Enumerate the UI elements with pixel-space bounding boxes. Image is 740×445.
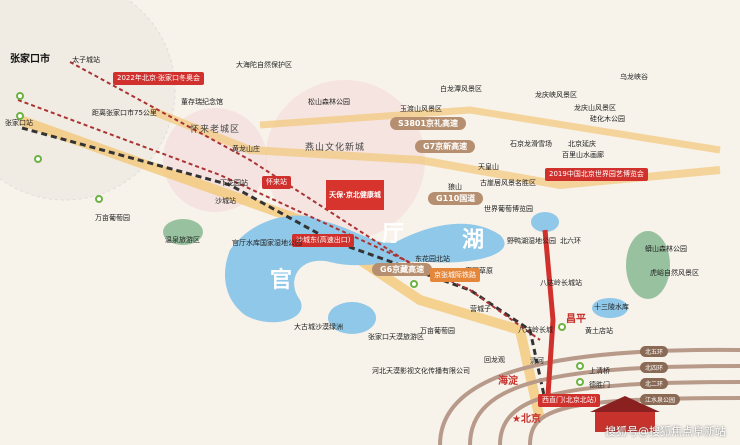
ring-2: 江水泉公园 (640, 394, 681, 405)
place-label: 董存瑞纪念馆 (181, 98, 223, 106)
station-dot (558, 323, 566, 331)
place-label: 八达岭长城站 (540, 279, 582, 287)
outer-zone (0, 0, 176, 201)
place-label: 张家口天漠旅游区 (368, 333, 424, 341)
ring-5: 北四环 (640, 362, 669, 373)
tag-xizhimen: 西直门(北京北站) (538, 394, 601, 407)
place-label: 玉渡山风景区 (400, 105, 442, 113)
place-label: 石京龙滑雪场 (510, 140, 552, 148)
place-label: 天皇山 (478, 163, 499, 171)
ring-6: 北五环 (640, 346, 669, 357)
place-label: 温泉旅游区 (165, 236, 200, 244)
place-label: 八达岭长城 (518, 326, 553, 334)
place-label: 万亩葡萄园 (95, 214, 130, 222)
place-label: 上清桥 (589, 367, 610, 375)
highway-s3801: S3801京礼高速 (390, 117, 467, 130)
place-label: 野鸭湖湿地公园 (507, 237, 556, 245)
place-label: 营城子 (470, 305, 491, 313)
station-dot (410, 280, 418, 288)
station-taizicheng: 太子城站 (72, 56, 100, 64)
zone-yanshan: 燕山文化新城 (305, 143, 366, 153)
lake-ting: 厅 (382, 221, 405, 247)
station-dot (16, 112, 24, 120)
place-label: 官厅水库国家湿地公园 (232, 239, 302, 247)
place-label: 十三陵水库 (594, 303, 629, 311)
place-label: 北六环 (560, 237, 581, 245)
district-changping: 昌平 (566, 314, 586, 325)
place-label: 乌龙峡谷 (620, 73, 648, 81)
place-label: 古崖居风景名胜区 (480, 179, 536, 187)
place-label: 大古城沙漠绿洲 (294, 323, 343, 331)
highway-g6: G6京藏高速 (372, 263, 433, 276)
place-label: 大海陀自然保护区 (236, 61, 292, 69)
station-dot (34, 155, 42, 163)
lake-hu: 湖 (462, 227, 485, 253)
tag-shacheng-east: 沙城东(高速出口) (292, 234, 355, 247)
highway-g110: G110国道 (428, 192, 484, 205)
project-marker[interactable]: 天保·京北健康城 (326, 180, 384, 210)
place-label: 黄土店站 (585, 327, 613, 335)
place-label: 北京延庆 (568, 140, 596, 148)
place-label: 硅化木公园 (590, 115, 625, 123)
tag-huailai-station: 怀来站 (262, 176, 291, 189)
zone-huailai: 怀来老城区 (190, 125, 241, 135)
huailai-zone-circle (163, 108, 267, 212)
station-dot (576, 362, 584, 370)
place-label: 龙庆峡风景区 (535, 91, 577, 99)
place-label: 沙城站 (215, 197, 236, 205)
station-dot (95, 195, 103, 203)
label-distance: 距离张家口市75公里 (92, 109, 157, 117)
station-dot (576, 378, 584, 386)
place-label: 清河 (530, 357, 544, 365)
place-label: 下花园站 (220, 179, 248, 187)
tag-rail: 京张城际铁路 (430, 268, 480, 282)
district-haidian: 海淀 (498, 376, 518, 387)
place-label: 白龙潭风景区 (440, 85, 482, 93)
city-zhangjiakou: 张家口市 (10, 54, 50, 65)
district-beijing: ★北京 (512, 414, 541, 425)
place-label: 蟒山森林公园 (645, 245, 687, 253)
place-label: 虎峪自然风景区 (650, 269, 699, 277)
place-label: 百里山水画廊 (562, 151, 604, 159)
tag-expo: 2019中国北京世界园艺博览会 (545, 168, 648, 181)
place-label: 狼山 (448, 183, 462, 191)
place-label: 河北天漠影视文化传播有限公司 (372, 367, 470, 375)
watermark: 搜狐号@搜狐焦点阜新站 (605, 425, 726, 438)
lake-guan: 官 (270, 267, 293, 293)
tag-winter-olympics: 2022年北京·张家口冬奥会 (113, 72, 205, 85)
place-label: 万亩葡萄园 (420, 327, 455, 335)
place-label: 世界葡萄博览园 (484, 205, 533, 213)
station-zhangjiakou: 张家口站 (5, 119, 33, 127)
place-label: 黄龙山庄 (232, 145, 260, 153)
place-label: 松山森林公园 (308, 98, 350, 106)
ring-4: 北二环 (640, 378, 669, 389)
place-label: 德胜门 (589, 381, 610, 389)
station-dot (16, 92, 24, 100)
highway-g7: G7京新高速 (415, 140, 476, 153)
place-label: 东花园北站 (415, 255, 450, 263)
place-label: 回龙观 (484, 356, 505, 364)
place-label: 龙庆山风景区 (574, 104, 616, 112)
